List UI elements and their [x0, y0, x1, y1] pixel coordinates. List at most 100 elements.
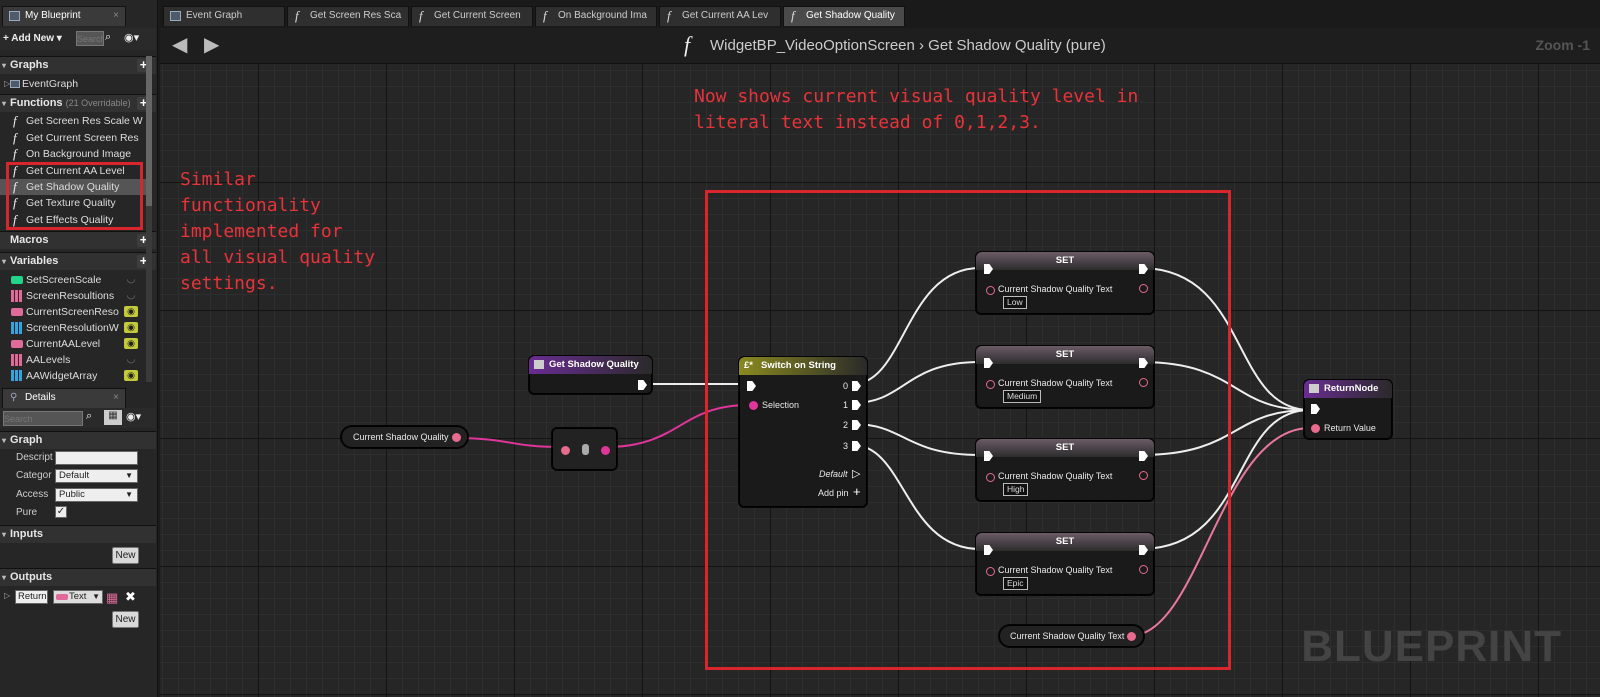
back-arrow-icon[interactable]: ◀ [172, 34, 188, 56]
new-input-button[interactable]: New [112, 547, 139, 564]
highlight-box [705, 190, 1231, 670]
variables-header[interactable]: ▾Variables+ [0, 252, 156, 270]
function-icon: f [419, 8, 423, 23]
function-icon: f [13, 113, 17, 128]
close-icon[interactable]: × [113, 392, 119, 403]
return-node[interactable]: ReturnNode Return Value [1303, 379, 1393, 440]
text-out-pin [1127, 632, 1136, 641]
macros-header[interactable]: Macros+ [0, 231, 156, 249]
return-icon [1309, 384, 1319, 393]
details-search-input[interactable] [3, 411, 83, 426]
variable-item[interactable]: AALevels◡ [0, 352, 148, 368]
eye-icon[interactable]: ◉▾ [124, 32, 140, 44]
literal-value[interactable]: Epic [1003, 577, 1028, 590]
array-type-icon [11, 322, 23, 334]
text-to-string-node[interactable] [551, 427, 618, 471]
variable-item[interactable]: ScreenResolutionW◉ [0, 320, 148, 336]
pure-row: Pure✓ [16, 506, 67, 518]
text-in-pin [986, 286, 995, 295]
breadcrumb: WidgetBP_VideoOptionScreen › Get Shadow … [710, 37, 1106, 54]
tab-details[interactable]: ⚲Details× [2, 388, 126, 408]
variable-item[interactable]: CurrentScreenReso◉ [0, 304, 148, 320]
category-select[interactable]: Default▼ [55, 469, 138, 483]
highlight-box [6, 162, 143, 230]
blueprint-icon [9, 11, 20, 21]
add-new-button[interactable]: + Add New ▾ [3, 33, 62, 44]
pure-checkbox[interactable]: ✓ [55, 506, 67, 518]
literal-value[interactable]: Low [1003, 296, 1027, 309]
grid-view-icon[interactable]: ▦ [104, 410, 122, 425]
function-icon: f [543, 8, 547, 23]
exec-out-pin[interactable] [638, 380, 647, 390]
remove-output-icon[interactable]: ✖ [125, 589, 136, 604]
toolbar: + Add New ▾ ⌕ ◉▾ [0, 28, 156, 50]
graphs-header[interactable]: ▾Graphs+ [0, 56, 156, 74]
eye-open-icon: ◉ [124, 306, 138, 317]
literal-value[interactable]: High [1003, 483, 1029, 496]
search-input[interactable] [76, 31, 104, 46]
text-out-pin [1139, 378, 1148, 387]
text-out-pin [452, 433, 461, 442]
access-select[interactable]: Public▼ [55, 488, 138, 502]
scrollbar[interactable] [146, 56, 152, 382]
switch-on-string-node[interactable]: £*Switch on String Selection 0 1 2 3 Def… [738, 356, 868, 508]
search-icon[interactable]: ⌕ [105, 31, 112, 43]
add-pin-icon: + [853, 484, 861, 499]
eye-icon[interactable]: ◉▾ [126, 411, 142, 423]
tab-my-blueprint[interactable]: My Blueprint× [2, 6, 126, 26]
variable-item[interactable]: AAWidgetArray◉ [0, 368, 148, 381]
array-toggle-icon[interactable]: ▦ [106, 590, 119, 605]
function-icon: f [791, 8, 795, 23]
forward-arrow-icon[interactable]: ▶ [204, 34, 220, 56]
function-entry-icon [534, 360, 544, 369]
text-out-pin [1139, 565, 1148, 574]
variable-item[interactable]: SetScreenScale◡ [0, 272, 148, 288]
eye-open-icon: ◉ [124, 370, 138, 381]
eye-open-icon: ◉ [124, 338, 138, 349]
current-shadow-quality-text-getter[interactable]: Current Shadow Quality Text [998, 624, 1145, 648]
variable-item[interactable]: ScreenResoultions◡ [0, 288, 148, 304]
variable-item[interactable]: CurrentAALevel◉ [0, 336, 148, 352]
return-name-field[interactable]: Return [15, 590, 48, 604]
return-type-select[interactable]: Text▼ [53, 590, 103, 604]
search-icon[interactable]: ⌕ [86, 410, 93, 422]
graph-canvas[interactable] [160, 28, 1600, 697]
outputs-header[interactable]: ▾Outputs [0, 568, 156, 586]
description-field[interactable] [55, 451, 138, 465]
float-type-icon [11, 276, 23, 284]
tab-event-graph[interactable]: Event Graph [163, 6, 285, 26]
get-shadow-quality-node[interactable]: Get Shadow Quality [528, 355, 653, 395]
event-graph-item[interactable]: ▷EventGraph [4, 78, 79, 90]
text-type-icon [56, 594, 68, 600]
close-icon[interactable]: × [113, 10, 119, 21]
blueprint-watermark: BLUEPRINT [1301, 622, 1562, 671]
new-output-button[interactable]: New [112, 611, 139, 628]
current-shadow-quality-getter[interactable]: Current Shadow Quality [340, 425, 469, 449]
functions-header[interactable]: ▾Functions (21 Overridable)+ [0, 94, 156, 112]
graph-header[interactable]: ▾Graph [0, 431, 156, 449]
default-exec-pin: ▷ [852, 468, 861, 480]
graph-icon [170, 11, 181, 21]
exec-out-pin [1139, 264, 1148, 274]
return-value-pin [1311, 424, 1320, 433]
inputs-header[interactable]: ▾Inputs [0, 525, 156, 543]
literal-value[interactable]: Medium [1003, 390, 1042, 403]
array-type-icon [11, 370, 23, 381]
